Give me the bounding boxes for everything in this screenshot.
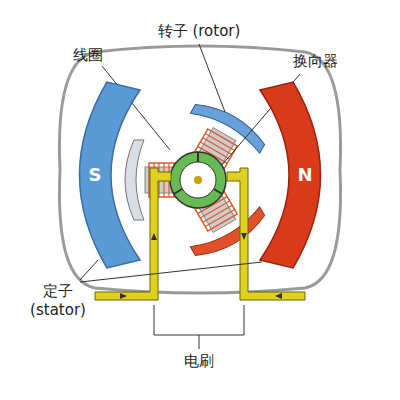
magnet-shape bbox=[250, 80, 328, 270]
bracket bbox=[154, 305, 244, 349]
part-label: 线圈 bbox=[73, 46, 103, 65]
magnet-shape bbox=[72, 80, 150, 270]
pole-letter: N bbox=[297, 166, 312, 184]
leader-line bbox=[80, 44, 300, 282]
part-label: 换向器 bbox=[293, 52, 338, 71]
motor-housing bbox=[59, 46, 340, 293]
current-arrow bbox=[120, 233, 282, 299]
magnet-pole: S bbox=[72, 80, 150, 270]
brush bbox=[95, 168, 305, 300]
pole-letter: S bbox=[89, 166, 102, 184]
magnet-pole: N bbox=[250, 80, 328, 270]
part-label: 转子 (rotor) bbox=[158, 22, 241, 41]
part-label: 电刷 bbox=[184, 352, 214, 371]
commutator bbox=[170, 152, 226, 208]
part-label: 定子 (stator) bbox=[26, 282, 90, 320]
